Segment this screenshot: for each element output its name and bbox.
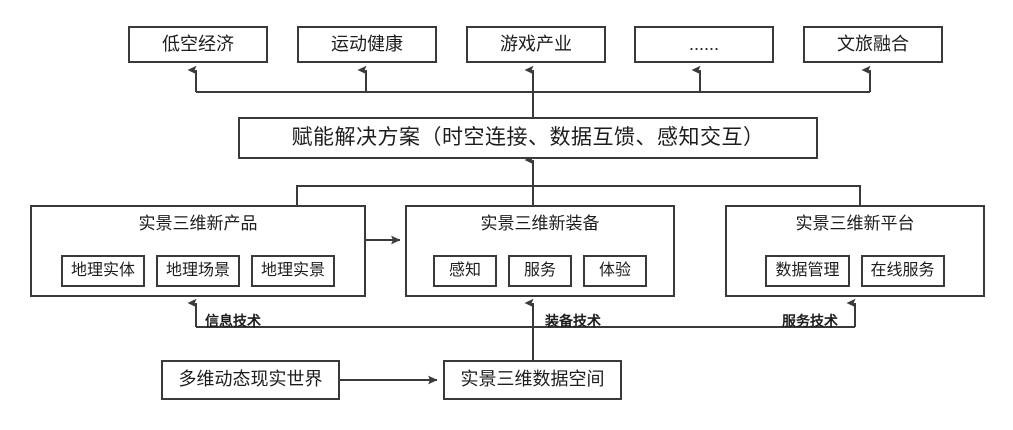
pillar-title-platform: 实景三维新平台 [795, 214, 915, 233]
foundation-box-data-space[interactable]: 实景三维数据空间 [443, 360, 622, 400]
pillar-box-equipment[interactable]: 实景三维新装备 感知 服务 体验 [405, 205, 675, 297]
application-label: 游戏产业 [500, 33, 572, 54]
pillar-items-platform: 数据管理 在线服务 [727, 254, 983, 287]
foundation-label: 实景三维数据空间 [460, 369, 605, 390]
edge-label-text: 服务技术 [782, 313, 838, 329]
edge-label-text: 信息技术 [205, 313, 261, 329]
application-box-low-altitude-economy[interactable]: 低空经济 [128, 26, 268, 63]
edge-label-equipment-technology: 装备技术 [545, 311, 601, 331]
pillar-item-geographic-scene[interactable]: 地理场景 [155, 254, 240, 287]
pillar-title-equipment: 实景三维新装备 [480, 214, 600, 233]
application-label: 运动健康 [331, 33, 403, 54]
application-box-game-industry[interactable]: 游戏产业 [466, 26, 606, 63]
foundation-label: 多维动态现实世界 [178, 369, 323, 390]
pillar-items-products: 地理实体 地理场景 地理实景 [32, 254, 364, 287]
pillar-item-geographic-reality[interactable]: 地理实景 [251, 254, 336, 287]
pillar-item-online-service[interactable]: 在线服务 [860, 254, 945, 287]
pillar-item-experience[interactable]: 体验 [583, 254, 648, 287]
application-label: 低空经济 [162, 33, 234, 54]
solution-box[interactable]: 赋能解决方案（时空连接、数据互馈、感知交互） [238, 117, 818, 159]
edge-label-text: 装备技术 [545, 313, 601, 329]
pillar-item-perception[interactable]: 感知 [432, 254, 497, 287]
pillar-box-products[interactable]: 实景三维新产品 地理实体 地理场景 地理实景 [30, 205, 366, 297]
application-label: 文旅融合 [837, 33, 909, 54]
application-box-ellipsis[interactable]: ...... [634, 26, 774, 63]
application-label: ...... [688, 33, 719, 54]
pillar-item-service[interactable]: 服务 [507, 254, 572, 287]
edge-label-information-technology: 信息技术 [205, 311, 261, 331]
edge-label-service-technology: 服务技术 [782, 311, 838, 331]
pillar-box-platform[interactable]: 实景三维新平台 数据管理 在线服务 [725, 205, 985, 297]
pillar-item-data-management[interactable]: 数据管理 [765, 254, 850, 287]
pillar-items-equipment: 感知 服务 体验 [407, 254, 673, 287]
pillar-collector-bus [296, 185, 861, 205]
application-box-sports-health[interactable]: 运动健康 [297, 26, 437, 63]
pillar-item-geographic-entity[interactable]: 地理实体 [60, 254, 145, 287]
application-box-culture-tourism[interactable]: 文旅融合 [803, 26, 943, 63]
solution-label: 赋能解决方案（时空连接、数据互馈、感知交互） [291, 126, 765, 150]
pillar-title-products: 实景三维新产品 [138, 214, 258, 233]
foundation-box-real-world[interactable]: 多维动态现实世界 [161, 360, 340, 400]
